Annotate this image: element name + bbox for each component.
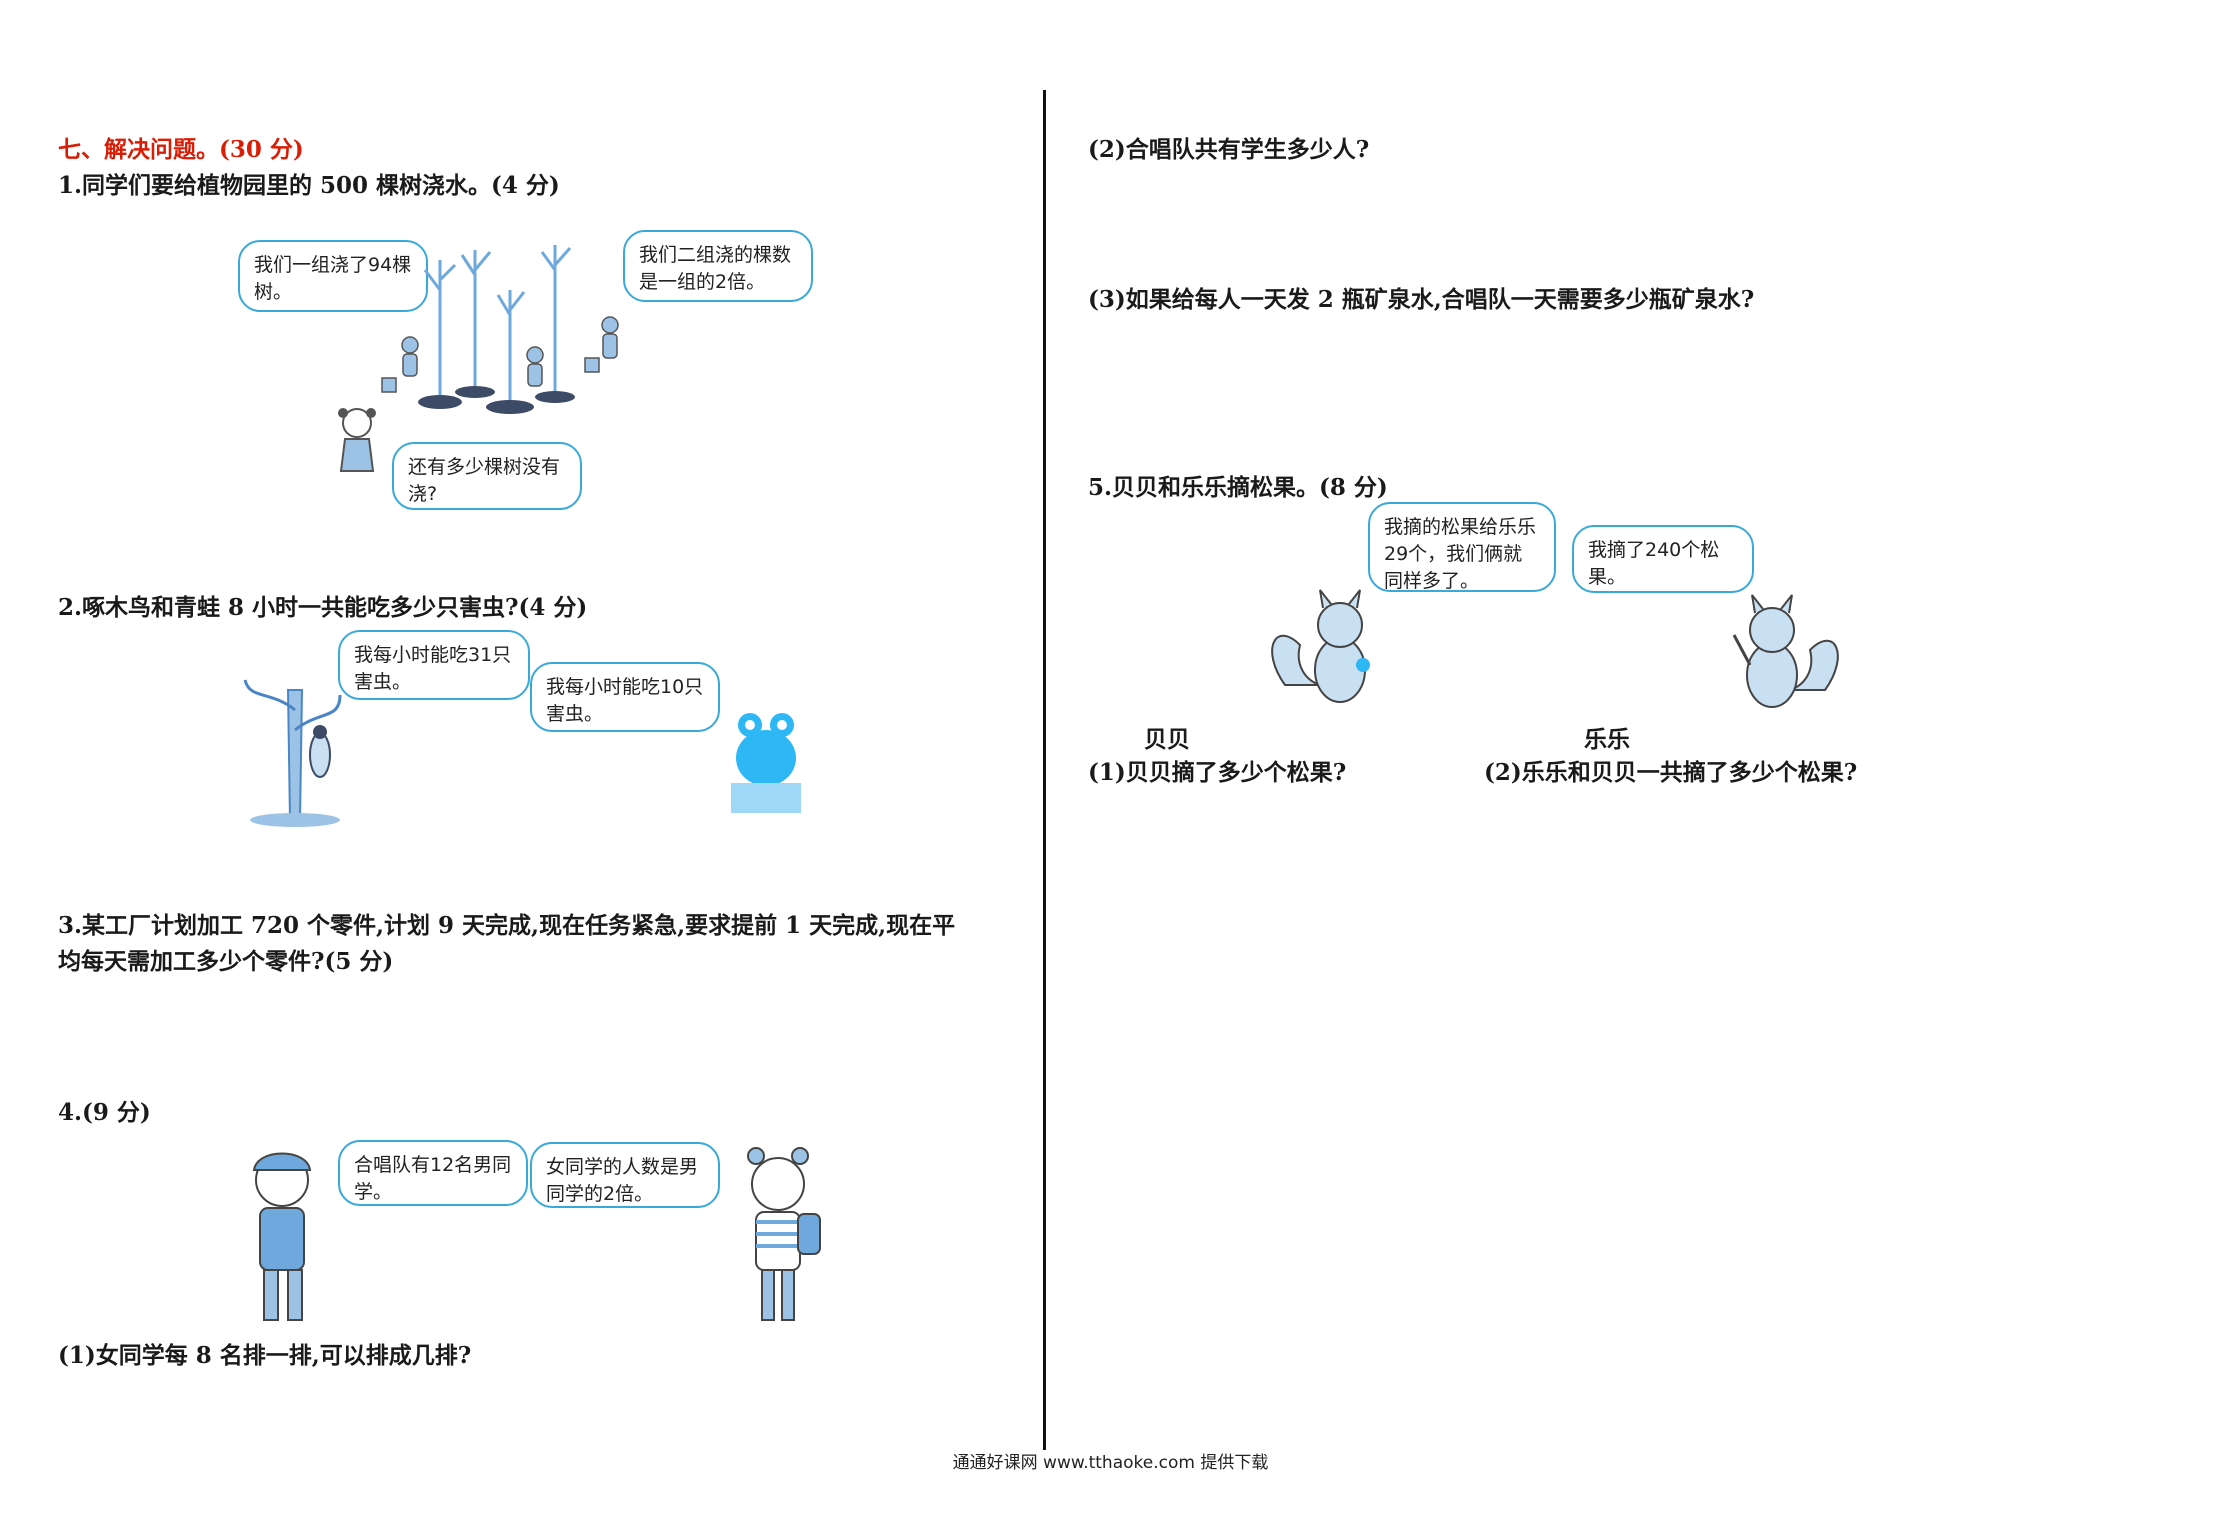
name-lele: 乐乐 [1584,726,1630,753]
woodpecker-tree-figure [243,679,342,827]
girl-figure [338,408,376,472]
q5-bubble-beibei: 我摘的松果给乐乐29个，我们俩就同样多了。 [1368,502,1556,592]
footer-credit: 通通好课网 www.tthaoke.com 提供下载 [952,1453,1269,1473]
question-5-sub2: (2)乐乐和贝贝一共摘了多少个松果? [1484,759,1858,786]
q5-bubble-lele: 我摘了240个松果。 [1572,525,1754,593]
squirrel-lele-figure [1732,594,1839,708]
question-1: 1.同学们要给植物园里的 500 棵树浇水。(4 分) [58,172,560,199]
question-2: 2.啄木鸟和青蛙 8 小时一共能吃多少只害虫?(4 分) [58,594,588,621]
q4-bubble-boy: 合唱队有12名男同学。 [338,1140,528,1206]
q1-bubble-girl: 还有多少棵树没有浇? [392,442,582,510]
girl-student-figure [747,1147,821,1321]
question-5-sub1: (1)贝贝摘了多少个松果? [1088,759,1347,786]
question-3-line2: 均每天需加工多少个零件?(5 分) [58,948,394,975]
q2-bubble-frog: 我每小时能吃10只害虫。 [530,662,720,732]
trees-and-children-figure [381,245,619,414]
frog-figure [731,713,801,813]
column-divider [1043,90,1046,1450]
question-4: 4.(9 分) [58,1099,151,1126]
q2-bubble-woodpecker: 我每小时能吃31只害虫。 [338,630,530,700]
question-5: 5.贝贝和乐乐摘松果。(8 分) [1088,474,1388,501]
section-title: 七、解决问题。(30 分) [58,136,304,163]
question-3-line1: 3.某工厂计划加工 720 个零件,计划 9 天完成,现在任务紧急,要求提前 1… [58,912,956,939]
question-4-sub2: (2)合唱队共有学生多少人? [1088,136,1370,163]
q1-bubble-group2: 我们二组浇的棵数是一组的2倍。 [623,230,813,302]
q4-bubble-girl: 女同学的人数是男同学的2倍。 [530,1142,720,1208]
question-4-sub1: (1)女同学每 8 名排一排,可以排成几排? [58,1342,472,1369]
boy-figure [252,1152,312,1321]
squirrel-beibei-figure [1271,589,1370,703]
question-4-sub3: (3)如果给每人一天发 2 瓶矿泉水,合唱队一天需要多少瓶矿泉水? [1088,286,1755,313]
q1-bubble-group1: 我们一组浇了94棵树。 [238,240,428,312]
name-beibei: 贝贝 [1144,726,1190,753]
